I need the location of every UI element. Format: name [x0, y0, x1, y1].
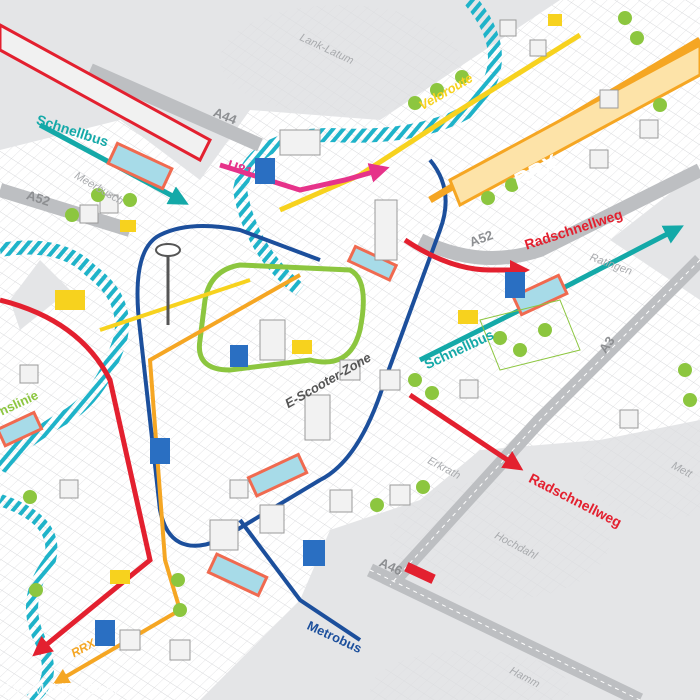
- metrobus-loop: [135, 158, 448, 548]
- truck-icon: [404, 562, 436, 584]
- a52-left-road: [0, 183, 133, 237]
- a44-road: [87, 63, 263, 152]
- metrobus-bus-south-icon: [206, 552, 269, 598]
- escooter-zone-outline: [196, 262, 366, 373]
- veloroute-line: [278, 32, 582, 213]
- buildings: [19, 19, 659, 661]
- watermark: City Mobility Das...: [2, 681, 127, 698]
- metrobus-line: [238, 518, 362, 642]
- bus-west-icon: [0, 410, 44, 448]
- river-rhine: [232, 0, 502, 296]
- radschnellweg-east-arrow: [403, 237, 530, 280]
- schnellbus-bus-icon: [106, 141, 174, 191]
- radschnellweg-west: [0, 297, 153, 657]
- park-grid: [479, 299, 581, 371]
- water-gap: [10, 260, 70, 330]
- delivery-vans: [55, 14, 562, 584]
- lank-latum-area: [220, 5, 460, 115]
- hochdahl-area: [390, 480, 610, 600]
- trees: [23, 11, 697, 617]
- radschnellweg-southeast-arrow: [408, 392, 524, 471]
- tv-tower-icon: [155, 243, 181, 325]
- metrobus-bus-icon: [246, 452, 309, 498]
- regional-train: [0, 23, 212, 163]
- park-and-ride-icons: [95, 158, 525, 646]
- hamm-area: [370, 650, 570, 700]
- river-west: [0, 240, 129, 474]
